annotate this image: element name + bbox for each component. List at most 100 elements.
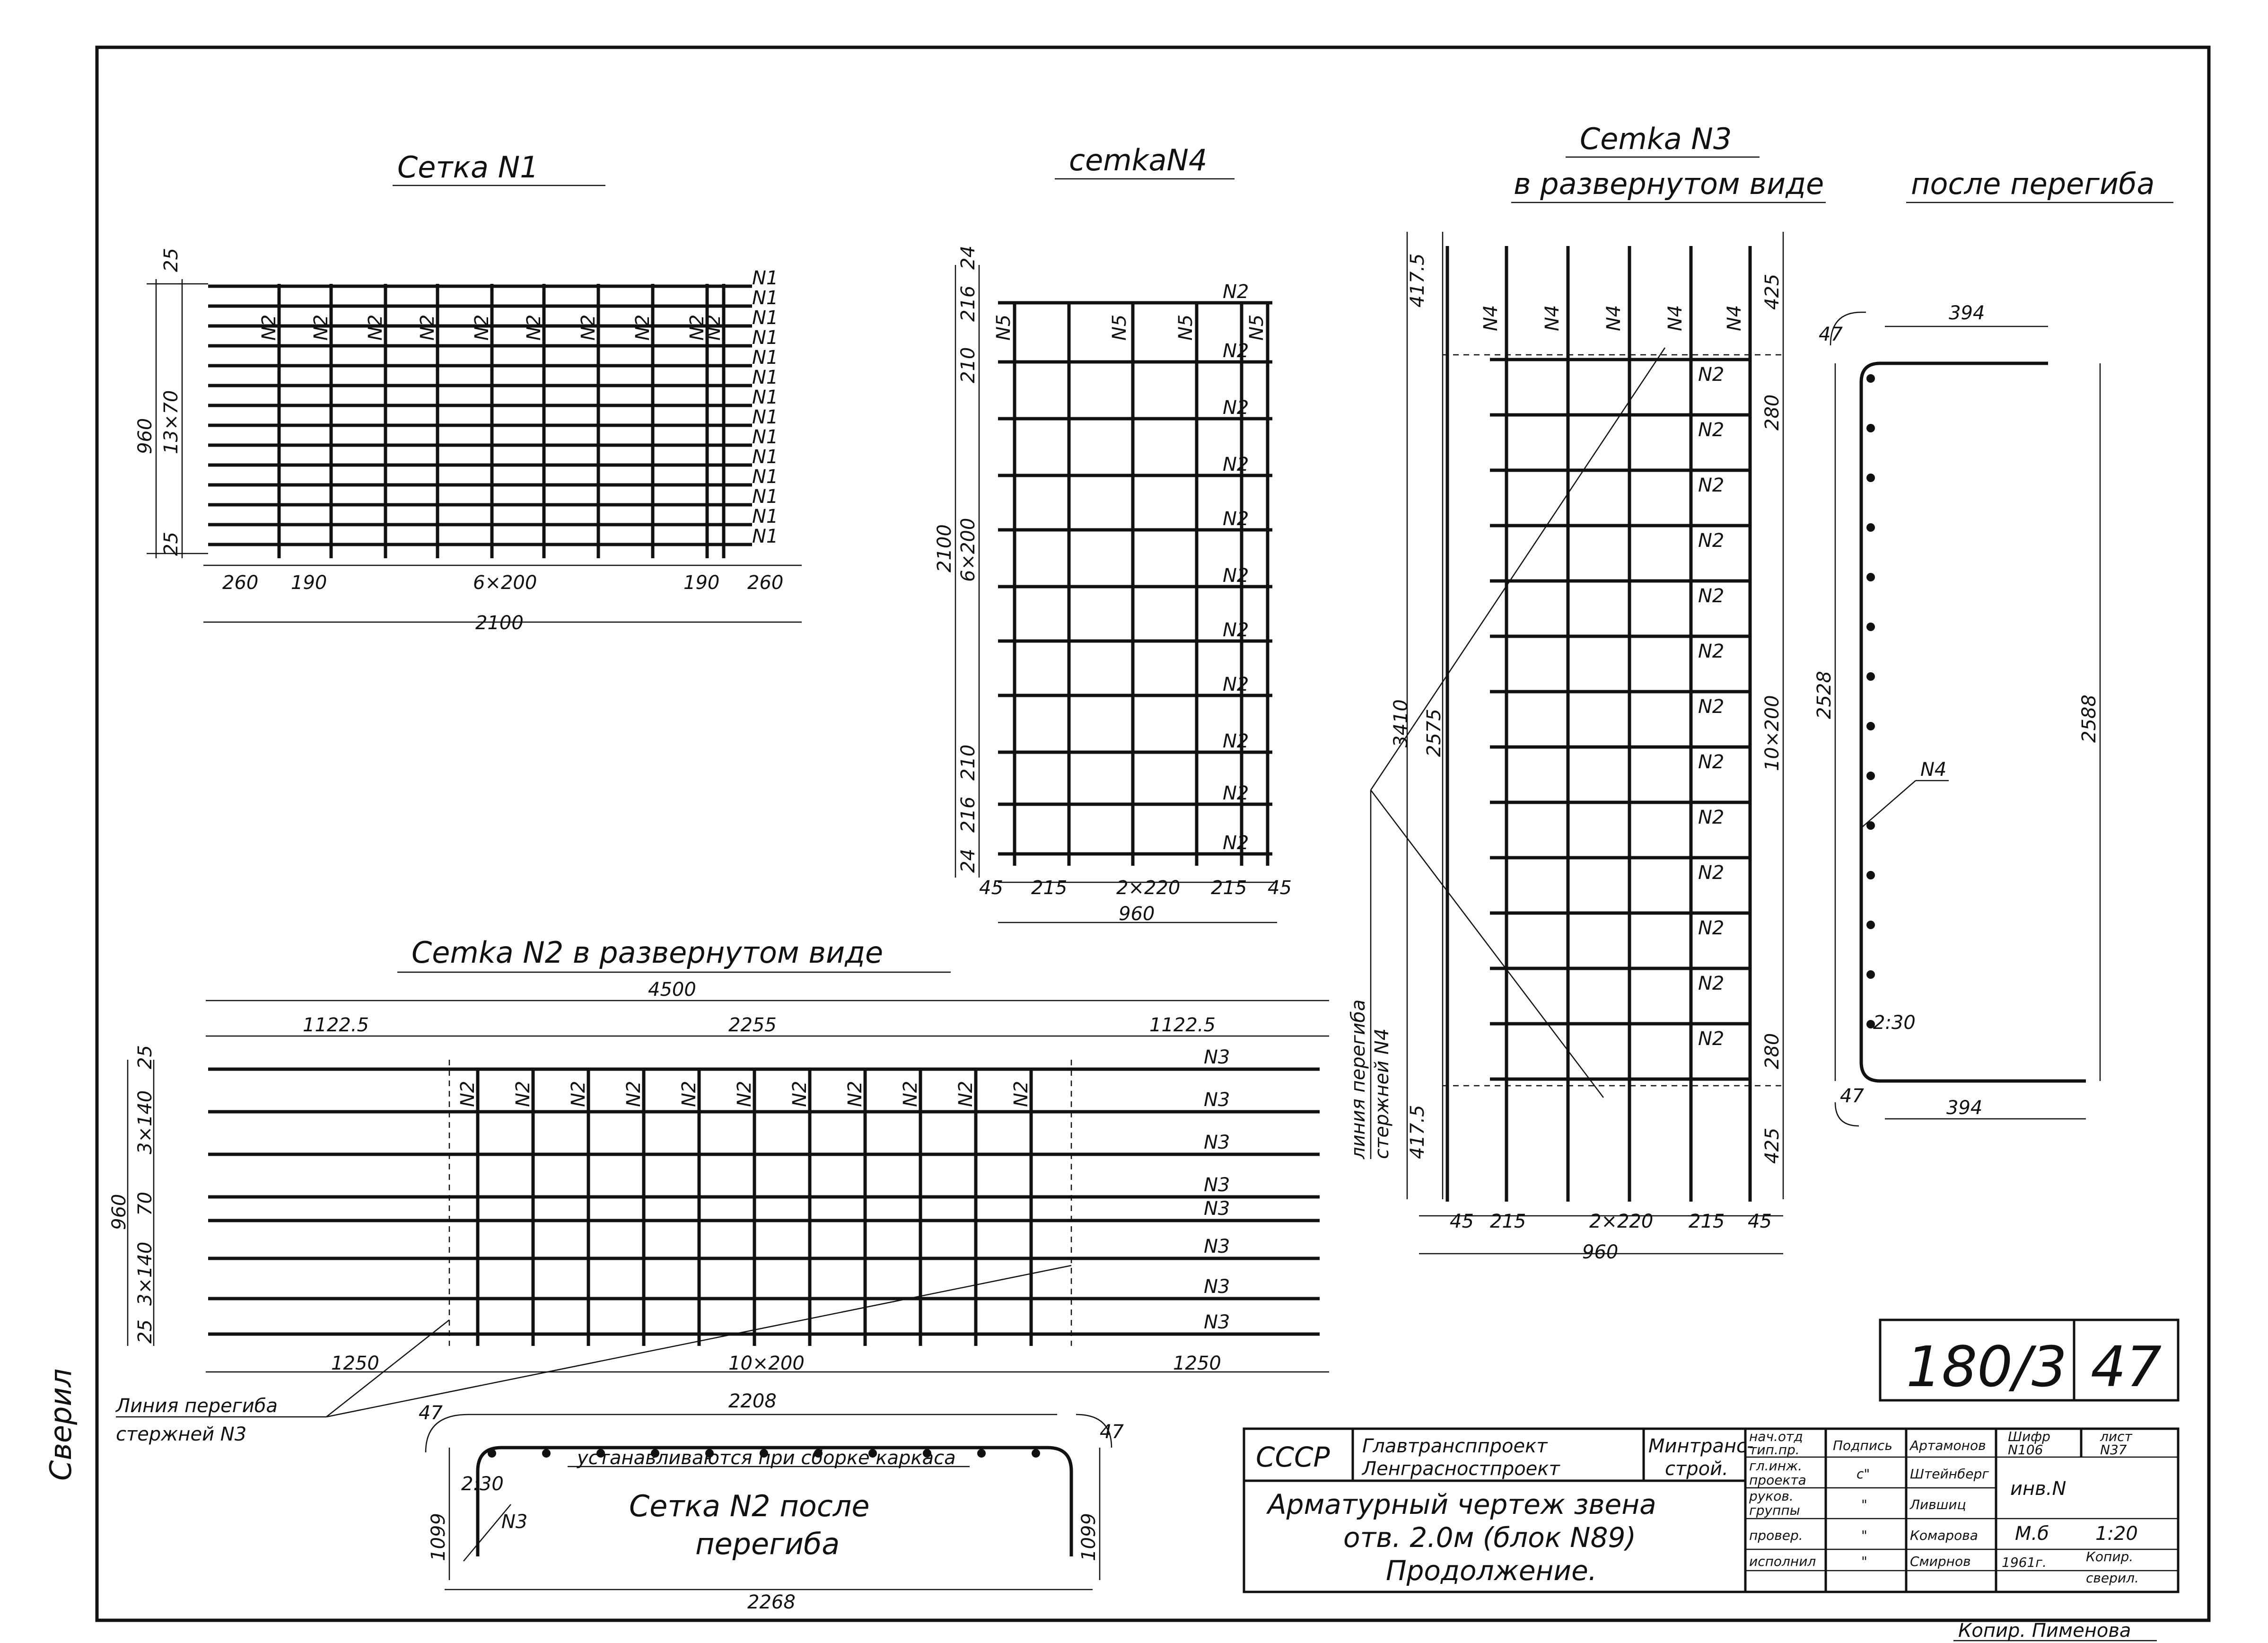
n1-bar-label: N1 [752,426,778,448]
mesh-n3-bent: после перегиба 47 394 2528 2588 N4 2:30 … [1813,167,2173,1127]
n4-dim-24-bottom: 24 [957,849,979,873]
n3-horizontal-bar-label: N2 [1698,917,1724,939]
n3-bent-bar-dot [1866,474,1875,482]
n2-dim-25a: 25 [134,1045,156,1069]
tb-role-1: нач.отд [1749,1429,1803,1444]
n2-dim-70: 70 [134,1192,156,1216]
n2-vertical-bar-label: N2 [457,1081,479,1107]
n3-bent-dim-47b: 47 [1840,1085,1864,1107]
mesh-n4-dimensions: 24 216 210 2100 6×200 210 216 24 45 215 … [934,246,1292,925]
tb-sign-4: " [1861,1554,1867,1569]
drawing-frame [95,45,2211,1622]
n3-bent-bar-dot [1866,970,1875,979]
n3-horizontal-bar-label: N2 [1698,585,1724,607]
tb-drawing-line1: Арматурный чертеж звена [1266,1488,1656,1520]
tb-org-line2: Ленграсностпроект [1361,1458,1560,1480]
n1-vertical-bar-label: N2 [578,315,599,341]
n1-dim-25a: 25 [160,248,182,272]
n3-vertical-bar-label: N4 [1480,305,1502,331]
n2-bent-caption-line1: Cетка N2 после [629,1489,870,1523]
tb-country: СССР [1256,1441,1330,1473]
n2-bent-bar-dot [596,1449,605,1458]
n3-bent-dim-47a: 47 [1819,324,1843,345]
n2-bent-outline [476,1446,1073,1556]
title-block: СССР Главтрансппроект Ленграсностпроект … [1243,1427,2180,1593]
n2-dim-3x140b: 3×140 [134,1242,156,1306]
n4-vertical-bar-label: N5 [1175,315,1197,341]
n3-dim-45b: 45 [1748,1211,1772,1232]
n3-bent-bar-dot [1866,424,1875,432]
n2-vertical-bar-label: N2 [900,1081,921,1107]
n1-dim-260b: 260 [747,572,783,594]
n2-vertical-bar-label: N2 [844,1081,866,1107]
n2-dim-4500: 4500 [648,979,696,1001]
n3-dim-960: 960 [1582,1241,1618,1263]
n2-bent-dim-1099-right: 1099 [1078,1513,1100,1561]
n1-dim-960: 960 [134,418,156,454]
n3-dim-45a: 45 [1450,1211,1474,1232]
n2-horizontal-bar-label: N3 [1204,1311,1230,1333]
n1-dim-190b: 190 [683,572,719,594]
tb-org-line1: Главтрансппроект [1362,1435,1548,1457]
n2-bent-caption-line2: перегиба [695,1527,840,1561]
n2-bent-bar-dot [814,1449,823,1458]
n1-bar-label: N1 [752,287,778,309]
n3-dim-4175-bottom: 417.5 [1407,1105,1428,1159]
n4-horizontal-bar-label: N2 [1223,508,1249,530]
n4-vertical-bar-label: N5 [1246,315,1268,341]
n3-bent-bar-dots [1866,374,1875,1028]
n1-bar-label: N1 [752,526,778,547]
n1-vertical-bar-label: N2 [471,315,493,341]
n2-dim-960: 960 [108,1194,130,1230]
n3-horizontal-bar-label: N2 [1698,807,1724,828]
n3-vertical-bar-label: N4 [1603,305,1625,331]
n4-horizontal-bar-label: N2 [1223,397,1249,419]
stamp-series: 180/3 [1906,1334,2067,1399]
n2-vertical-bar-label: N2 [789,1081,811,1107]
n4-dim-215a: 215 [1031,877,1067,899]
n4-horizontal-bar-label: N2 [1223,281,1249,303]
tb-role-8: исполнил [1749,1554,1816,1569]
n4-horizontal-bar-label: N2 [1223,730,1249,752]
mesh-n3-subtitle: в развернутом виде [1514,167,1824,201]
n2-dim-1250b: 1250 [1173,1353,1221,1374]
n1-bar-label: N1 [752,347,778,369]
n3-bent-dim-2588: 2588 [2078,694,2100,743]
n3-dim-280-top: 280 [1761,395,1783,431]
mesh-n2-title: Cemka N2 в развернутом виде [412,935,883,970]
n3-dim-2x220: 2×220 [1589,1211,1653,1232]
n3-vertical-bar-label: N4 [1724,305,1745,331]
tb-sign-3: " [1861,1528,1867,1543]
n3-bent-bar-dot [1866,821,1875,830]
n2-bent-bar-dot [868,1449,877,1458]
tb-sign-header: Подпись [1833,1438,1892,1453]
n3-bent-bar-dot [1866,523,1875,532]
n1-bar-label: N1 [752,486,778,508]
n2-dim-2255: 2255 [728,1014,777,1036]
n1-dim-13x70: 13×70 [160,390,182,454]
n3-horizontal-bar-label: N2 [1698,751,1724,773]
n2-bent-dim-2208: 2208 [728,1390,777,1412]
n1-dim-190a: 190 [291,572,327,594]
n2-bent-note: устанавливаются при сборке каркаса [577,1447,956,1469]
n3-vertical-bar-label: N4 [1664,305,1686,331]
n3-bent-dim-394-top: 394 [1949,302,1985,324]
n2-bent-bar-dot [1032,1449,1040,1458]
n1-bar-label: N1 [752,367,778,388]
n4-horizontal-bar-label: N2 [1223,674,1249,695]
n4-dim-2100: 2100 [934,524,955,572]
n4-horizontal-bar-label: N2 [1223,454,1249,475]
n3-dim-280-bottom: 280 [1761,1033,1783,1069]
n2-dim-1250a: 1250 [331,1353,379,1374]
n4-dim-45a: 45 [979,877,1003,899]
n2-dim-3x140a: 3×140 [134,1090,156,1154]
n2-dim-1122a: 1122.5 [303,1014,369,1036]
n4-dim-216-bottom: 216 [957,797,979,833]
n4-dim-210-bottom: 210 [957,745,979,781]
n2-horizontal-bar-label: N3 [1204,1046,1230,1068]
mesh-n3-title: Cemka N3 [1580,122,1732,156]
n3-horizontal-bar-label: N2 [1698,973,1724,994]
n1-bar-label: N1 [752,307,778,329]
